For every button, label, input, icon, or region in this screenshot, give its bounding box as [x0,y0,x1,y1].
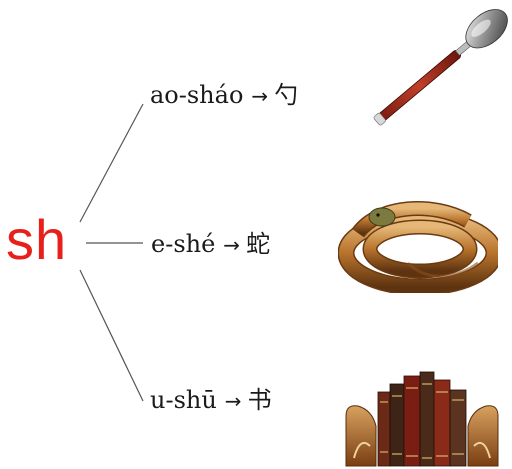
hanzi-label: 蛇 [246,230,271,258]
hanzi-label: 书 [247,386,272,414]
branch-line-top [79,103,144,223]
arrow-icon: → [223,233,241,257]
row-sháo: ao-sháo →勺 [150,80,298,111]
row-shé: e-shé →蛇 [151,229,270,260]
syllable-label: u-shū [150,386,217,414]
arrow-icon: → [251,84,269,108]
initial-sh: sh [6,208,68,271]
syllable-label: ao-sháo [150,81,244,109]
books-illustration [345,371,499,467]
row-shū: u-shū →书 [150,385,272,416]
snake-illustration [338,201,498,293]
syllable-label: e-shé [151,230,216,258]
spoon-illustration [373,9,508,126]
arrow-icon: → [224,389,242,413]
branch-line-bottom [79,269,144,402]
hanzi-label: 勺 [274,81,299,109]
